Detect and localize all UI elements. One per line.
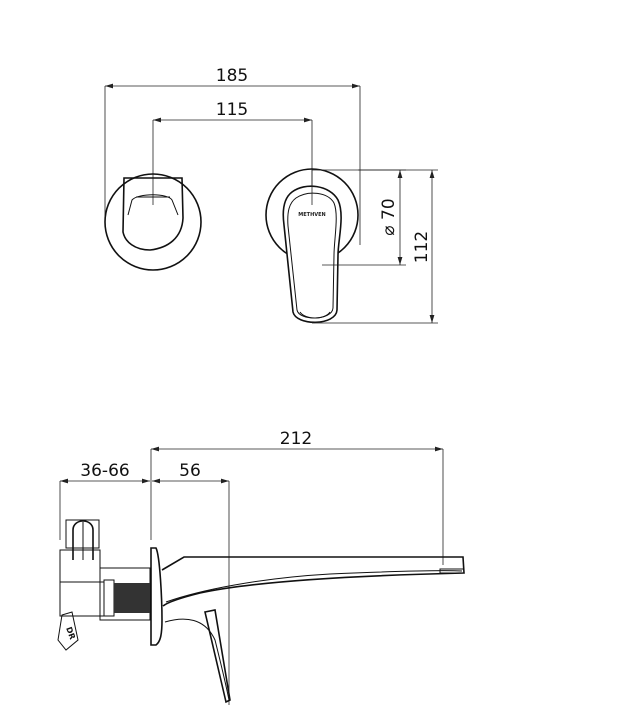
dimension-label: 185 [216,66,248,86]
front-view: 185 115 METHVEN ⌀ 70 112 [104,66,438,324]
spout [161,556,465,704]
escutcheon [150,547,163,646]
dimension-label: 36-66 [80,461,129,481]
dimension-label: 112 [412,231,432,263]
dimension-212: 212 [150,429,444,565]
dimension-label: 115 [216,100,248,120]
dimension-112: 112 [312,169,438,324]
brand-logo: METHVEN [298,212,325,218]
dimension-label: 212 [280,429,312,449]
dimension-label: ⌀ 70 [379,198,399,235]
dimension-36-66: 36-66 [59,461,150,540]
diverter-plate [104,173,202,271]
dimension-115: 115 [152,100,313,210]
dimension-56: 56 [152,461,230,705]
valve-body: DR [57,519,151,651]
dimension-185: 185 [104,66,361,245]
mixer-plate: METHVEN [265,168,359,323]
side-view: 212 36-66 56 DR [57,429,465,705]
body-label: DR [64,626,77,641]
dimension-label: 56 [179,461,201,481]
